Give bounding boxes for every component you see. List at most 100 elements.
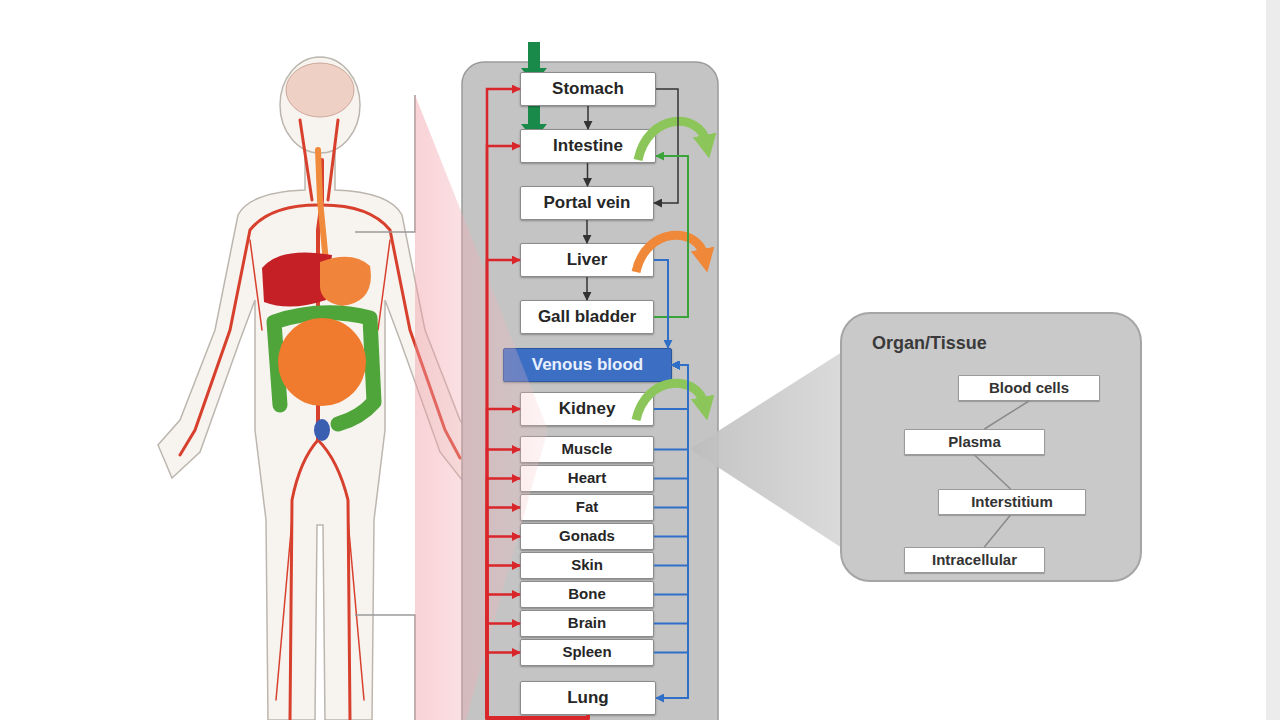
node-label: Gall bladder [538, 308, 636, 327]
colon-shape [274, 313, 374, 424]
excretion-arrow [636, 383, 704, 420]
flow-arrow [487, 508, 588, 719]
artery [328, 120, 338, 200]
flow-arrow [654, 365, 688, 566]
flow-arrow [654, 156, 688, 317]
small-intestine-shape [278, 318, 366, 406]
brain-shape [286, 63, 354, 117]
node-label: Fat [576, 499, 599, 516]
page-edge [1266, 0, 1280, 720]
compartment-box: Liver [520, 243, 654, 277]
compartment-box: Gall bladder [520, 300, 654, 334]
flow-arrow [654, 89, 678, 203]
stomach-shape [320, 257, 371, 306]
flow-arrow [487, 146, 588, 718]
flow-arrow [487, 595, 588, 719]
flow-arrow [654, 365, 688, 508]
subcompartment-box: Intracellular [904, 547, 1045, 573]
artery [300, 120, 312, 200]
organ-box: Skin [520, 552, 654, 579]
node-label: Venous blood [532, 356, 643, 375]
zoom-beam [690, 352, 842, 548]
subcompartment-box: Blood cells [958, 375, 1100, 401]
organ-box: Bone [520, 581, 654, 608]
subcompartment-box: Interstitium [938, 489, 1086, 515]
body-outline [158, 150, 482, 720]
node-label: Lung [567, 689, 609, 708]
zoom-wedge [415, 95, 548, 720]
bracket-line [355, 615, 415, 720]
bladder-shape [314, 419, 330, 441]
flow-arrow [654, 365, 688, 595]
node-label: Intracellular [932, 552, 1017, 569]
organ-box: Spleen [520, 639, 654, 666]
flow-arrow [654, 365, 688, 450]
compartment-box: Portal vein [520, 186, 654, 220]
bracket-line [355, 95, 415, 232]
flow-arrow [487, 89, 588, 718]
organ-detail-panel: Organ/TissueBlood cellsPlasmaInterstitiu… [840, 312, 1142, 582]
compartment-box: Lung [520, 681, 656, 715]
head-outline [280, 57, 360, 153]
artery [348, 520, 364, 700]
flow-arrow [656, 365, 688, 698]
node-label: Intestine [553, 137, 623, 156]
flow-arrow [654, 365, 688, 653]
flow-arrow [487, 653, 588, 719]
node-label: Skin [571, 557, 603, 574]
organ-box: Gonads [520, 523, 654, 550]
flow-arrow [487, 260, 588, 718]
artery [250, 240, 262, 330]
esophagus [318, 150, 326, 262]
process-arrows [636, 121, 706, 420]
node-label: Brain [568, 615, 606, 632]
edge-group [487, 89, 1029, 718]
flow-arrow [984, 515, 1010, 547]
node-label: Liver [567, 251, 608, 270]
subcompartment-box: Plasma [904, 429, 1045, 455]
artery [290, 440, 318, 720]
compartment-box: Kidney [520, 392, 654, 426]
flow-arrow [487, 409, 588, 718]
flow-arrow [654, 365, 688, 409]
node-label: Portal vein [544, 194, 631, 213]
flow-arrow [487, 537, 588, 719]
flow-arrow [984, 401, 1029, 429]
blood-pool-box: Venous blood [503, 348, 672, 382]
node-label: Spleen [562, 644, 611, 661]
organ-box: Brain [520, 610, 654, 637]
flow-arrow [487, 450, 588, 719]
node-label: Blood cells [989, 380, 1069, 397]
flow-arrow [587, 163, 589, 186]
flow-arrow [975, 455, 1011, 489]
compartment-box: Stomach [520, 72, 656, 106]
flow-arrow [654, 260, 668, 348]
panel-heading: Organ/Tissue [872, 334, 987, 354]
compartment-panel [462, 62, 718, 720]
node-label: Gonads [559, 528, 615, 545]
organ-box: Heart [520, 465, 654, 492]
metabolism-arrow [636, 235, 704, 272]
node-label: Stomach [552, 80, 624, 99]
arteries [180, 120, 460, 720]
flow-arrow [586, 220, 588, 243]
node-label: Interstitium [971, 494, 1053, 511]
flow-arrow [487, 624, 588, 719]
flow-arrow [487, 479, 588, 719]
node-label: Kidney [559, 400, 616, 419]
node-label: Bone [568, 586, 606, 603]
flow-arrow [654, 365, 688, 537]
node-label: Muscle [562, 441, 613, 458]
artery [378, 240, 390, 330]
flow-arrow [654, 365, 688, 624]
flow-arrow [586, 277, 588, 300]
organ-box: Muscle [520, 436, 654, 463]
artery [276, 520, 292, 700]
flow-arrow [587, 106, 589, 129]
flow-arrow [487, 566, 588, 719]
organ-box: Fat [520, 494, 654, 521]
absorption-arrow [638, 121, 706, 160]
